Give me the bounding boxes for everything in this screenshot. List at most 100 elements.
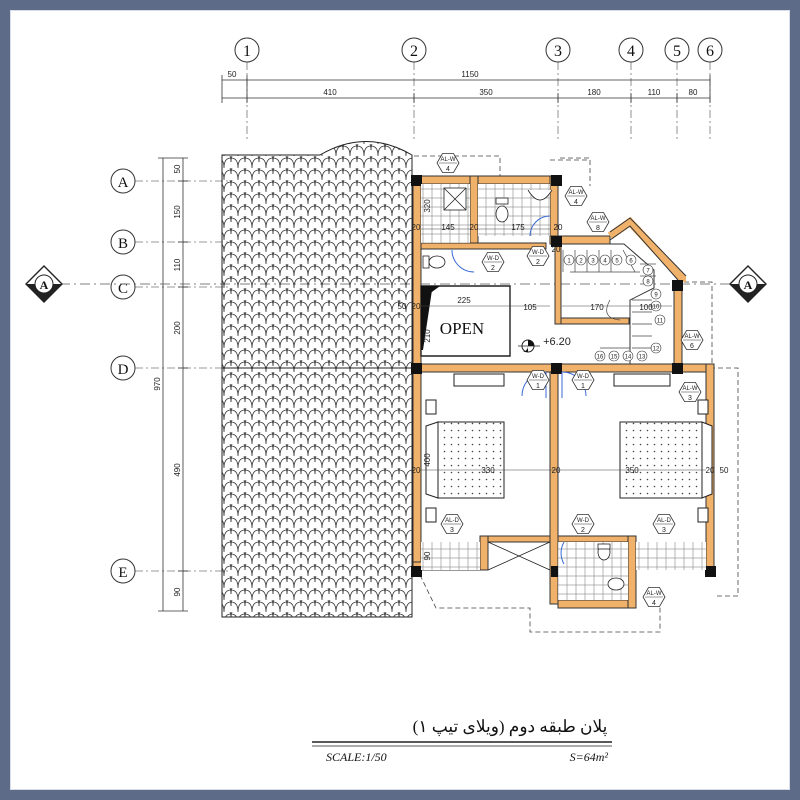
section-marker-right: A [729,265,767,303]
dim-overall-width: 1150 [461,70,479,79]
grid-bubble-1: 1 [234,37,260,63]
grid-bubble-B: B [110,229,136,255]
left-dimension-labels: 50 150 110 200 490 90 970 [153,164,182,596]
stair-step-marker [642,264,654,276]
opening-tag-number: 1 [581,383,585,390]
opening-tag-type: AL-W [683,386,698,392]
stair-step-number: 5 [615,259,619,265]
dim-left-offset: 50 [228,70,237,79]
opening-tag-type: W-D [577,518,590,524]
svg-text:350: 350 [625,466,639,475]
stair-step-marker [563,254,575,266]
svg-text:145: 145 [441,223,455,232]
interior-dimensions [421,228,706,471]
dim-left-span-6: 90 [173,587,182,596]
opening-tag: W-D1 [526,370,550,390]
dim-span-5: 80 [689,88,698,97]
svg-text:D: D [118,362,129,378]
stair-step-marker [608,350,620,362]
level-marker: +6.20 [518,336,571,353]
fixtures [422,187,625,591]
opening-tag-number: 3 [688,395,692,402]
stair-step-marker [599,254,611,266]
beds [425,373,713,523]
stair-step-number: 3 [591,259,595,265]
dim-span-2: 350 [479,88,493,97]
svg-text:2: 2 [410,43,418,60]
svg-text:C: C [118,281,128,297]
columns [411,175,716,577]
dim-left-overall: 970 [153,377,162,391]
row-grid [135,180,230,572]
stair-step-number: 13 [639,355,646,361]
stair-step-marker [650,288,662,300]
opening-tag-number: 2 [491,265,495,272]
svg-text:170: 170 [590,303,604,312]
svg-text:20: 20 [706,466,715,475]
stair-step-number: 15 [611,355,618,361]
opening-tag-type: W-D [577,374,590,380]
stair-step-marker [575,254,587,266]
svg-text:A: A [40,278,49,292]
grid-bubble-5: 5 [664,37,690,63]
opening-tag: AL-W 3 [678,382,702,402]
stair-step-number: 2 [579,259,583,265]
opening-tag-type: AL-W [441,157,456,163]
opening-tag-type: AL-W [647,591,662,597]
opening-tag: AL-W4 [642,587,666,607]
section-marker-left: A [25,265,63,303]
stair-step-marker [587,254,599,266]
stair-step-number: 8 [646,280,650,286]
opening-tag: W-D 2 [571,514,595,534]
toilet-left [428,255,446,269]
toilet-upper [495,205,509,223]
svg-text:6: 6 [706,43,714,60]
svg-text:210: 210 [423,329,432,343]
grid-bubble-D: D [110,355,136,381]
bed-right [619,421,703,499]
stair-step-number: 16 [597,355,604,361]
dim-span-3: 180 [587,88,601,97]
svg-text:5: 5 [673,43,681,60]
stair-step-marker [625,254,637,266]
svg-text:100: 100 [639,303,653,312]
opening-tag: W-D2 [526,246,550,266]
stair-step-marker [622,350,634,362]
stair-step-marker [636,350,648,362]
area-label: S=64m² [570,750,609,764]
stair-step-number: 11 [657,319,664,325]
dim-left-span-4: 200 [173,321,182,335]
svg-text:50: 50 [720,466,729,475]
dim-left-span-3: 110 [173,258,182,271]
opening-tag: W-D 1 [571,370,595,390]
grid-bubble-2: 2 [401,37,427,63]
stair-step-number: 1 [567,259,571,265]
svg-text:320: 320 [423,199,432,213]
plan-title: پلان طبقه دوم (ویلای تیپ ۱) [413,717,608,737]
opening-tag-type: W-D [487,256,500,262]
stair-step-number: 7 [646,269,650,275]
opening-tag: AL-W 4 [564,186,588,206]
stair-step-marker [654,314,666,326]
stair-step-number: 14 [625,355,632,361]
svg-text:E: E [118,565,127,581]
washbasin-lower [607,577,625,591]
svg-text:20: 20 [554,223,563,232]
opening-tag: AL-W6 [680,330,704,350]
dim-left-span-1: 50 [173,164,182,173]
opening-tag-type: AL-D [445,518,459,524]
dim-span-4: 110 [648,88,661,97]
grid-bubble-E: E [110,558,136,584]
left-dimensions [158,157,188,612]
opening-tag-number: 2 [581,527,585,534]
opening-tag-number: 2 [536,259,540,266]
stair-step-marker [594,350,606,362]
opening-tag-type: AL-W [569,190,584,196]
grid-bubble-A: A [110,168,136,194]
opening-tag-number: 8 [596,225,600,232]
svg-text:B: B [118,236,128,252]
svg-text:330: 330 [481,466,495,475]
opening-tag-number: 4 [574,199,578,206]
